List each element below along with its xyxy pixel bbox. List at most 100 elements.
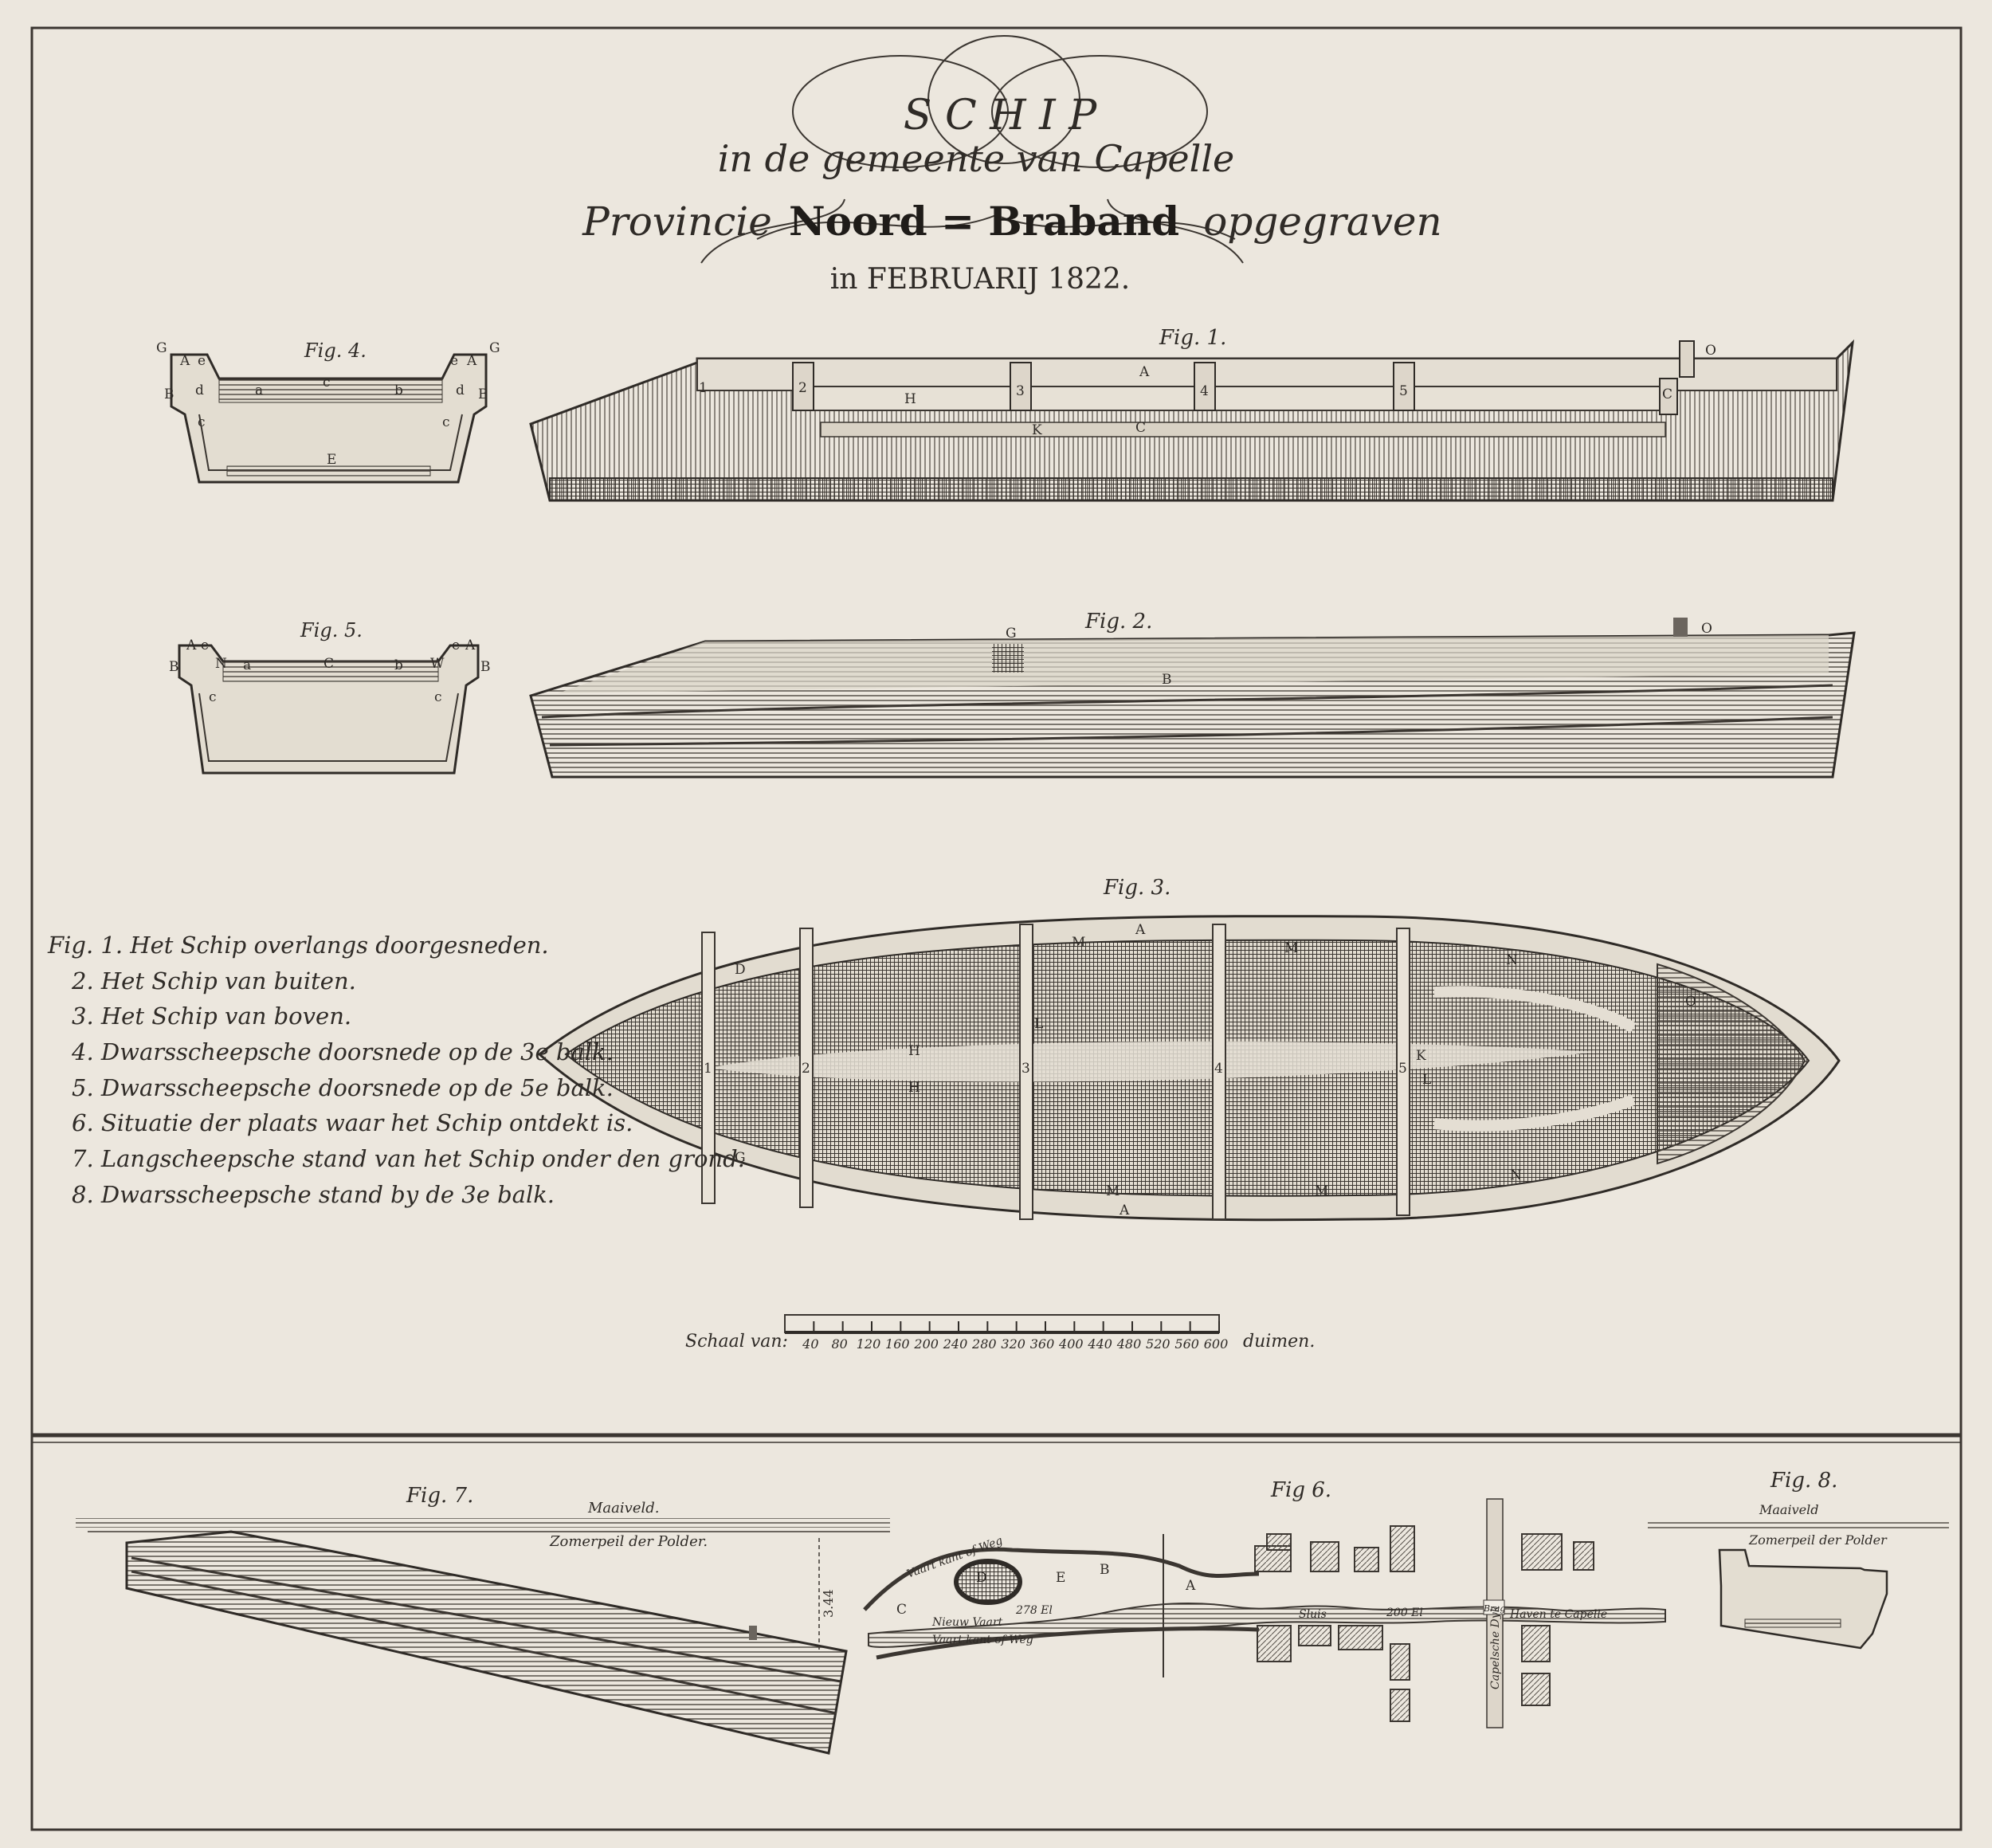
scale-tick-label: 320 <box>1001 1336 1025 1352</box>
legend-item: 6. Situatie der plaats waar het Schip on… <box>72 1109 633 1136</box>
fig2-exterior-view: Fig. 2. G B O <box>529 610 1856 779</box>
plate-border <box>30 26 1963 1831</box>
fig6-harbour: Haven te Capelle <box>1509 1608 1607 1621</box>
fig3-label: 5 <box>1398 1061 1407 1077</box>
fig4-label: b <box>394 383 403 398</box>
fig3-label: A <box>1119 1203 1130 1218</box>
fig3-label: A <box>1135 922 1146 938</box>
fig4-label: c <box>323 375 331 390</box>
fig5-label: N <box>215 656 227 672</box>
fig4-label: A <box>466 353 477 369</box>
legend-item: 3. Het Schip van boven. <box>72 1002 351 1030</box>
fig6-dyke: Capelsche Dyk <box>1489 1606 1502 1689</box>
fig5-label: a <box>243 657 251 673</box>
fig4-label: a <box>255 383 263 398</box>
fig3-caption: Fig. 3. <box>1103 876 1170 900</box>
fig8-water-label: Zomerpeil der Polder <box>1748 1532 1888 1548</box>
fig3-label: 1 <box>704 1061 712 1077</box>
fig4-label: c <box>442 414 450 430</box>
fig2-label: O <box>1701 621 1712 637</box>
fig7-water-label: Zomerpeil der Polder. <box>549 1533 708 1550</box>
fig4-caption: Fig. 4. <box>304 339 367 362</box>
fig5-label: e <box>201 638 209 653</box>
scale-tick-label: 520 <box>1146 1336 1170 1352</box>
legend-item: 7. Langscheepsche stand van het Schip on… <box>72 1145 745 1172</box>
fig3-label: 3 <box>1021 1061 1030 1077</box>
fig4-label: e <box>198 353 206 369</box>
scale-tick-label: 440 <box>1087 1336 1112 1352</box>
fig8-cross-position: Fig. 8. Maaiveld Zomerpeil der Polder <box>1648 1469 1949 1650</box>
fig5-label: C <box>324 656 334 672</box>
scale-tick-label: 40 <box>802 1336 818 1352</box>
legend-item: 8. Dwarsscheepsche stand by de 3e balk. <box>72 1181 555 1208</box>
fig1-label: C <box>1662 386 1672 402</box>
fig5-label: A <box>465 638 476 653</box>
fig2-caption: Fig. 2. <box>1084 610 1152 634</box>
fig5-label: c <box>209 689 217 705</box>
fig6-label: E <box>1056 1570 1065 1586</box>
fig1-label: 3 <box>1016 383 1025 399</box>
fig6-canal: Nieuw Vaart <box>931 1616 1003 1629</box>
fig6-sluice: Sluis <box>1299 1608 1327 1621</box>
fig6-distance-1: 278 El <box>1015 1604 1053 1617</box>
fig3-label: M <box>1106 1183 1120 1199</box>
scale-label: Schaal van: <box>685 1332 788 1352</box>
fig7-caption: Fig. 7. <box>406 1484 473 1508</box>
fig6-label: D <box>976 1570 987 1586</box>
fig5-label: c <box>434 689 442 705</box>
fig6-caption: Fig 6. <box>1270 1478 1331 1502</box>
fig4-label: B <box>478 386 488 402</box>
fig5-label: A <box>186 638 197 653</box>
scale-tick-label: 80 <box>831 1336 847 1352</box>
fig7-longitudinal-position: Fig. 7. Maaiveld. Zomerpeil der Polder. … <box>76 1484 890 1755</box>
fig3-label: L <box>1034 1016 1043 1032</box>
fig6-label: B <box>1100 1562 1110 1578</box>
title-line-3-post: opgegraven <box>1203 198 1441 245</box>
fig3-label: 4 <box>1214 1061 1223 1077</box>
scale-unit: duimen. <box>1243 1332 1315 1352</box>
fig5-label: W <box>430 656 445 672</box>
fig3-label: 2 <box>802 1061 810 1077</box>
fig1-label: 2 <box>798 380 807 396</box>
fig3-label: M <box>1072 935 1085 951</box>
scale-tick-label: 280 <box>971 1336 997 1352</box>
fig1-label: C <box>1135 420 1146 436</box>
fig4-label: d <box>456 383 465 398</box>
scale-tick-label: 560 <box>1174 1336 1199 1352</box>
fig1-label: A <box>1139 364 1150 380</box>
legend-item: Fig. 1. Het Schip overlangs doorgesneden… <box>47 932 549 959</box>
fig4-label: E <box>327 452 336 468</box>
fig4-label: A <box>179 353 190 369</box>
fig6-label: C <box>896 1602 907 1618</box>
fig1-label: 4 <box>1200 383 1209 399</box>
scale-tick-label: 120 <box>857 1336 881 1352</box>
fig5-label: b <box>394 657 403 673</box>
fig4-label: B <box>164 386 174 402</box>
fig6-site-map: Fig 6. Vaart kant of Weg Nieuw Vaart Vaa… <box>863 1478 1666 1728</box>
scale-tick-label: 480 <box>1116 1336 1142 1352</box>
fig1-label: 1 <box>699 380 708 396</box>
fig7-ground-label: Maaiveld. <box>587 1500 659 1516</box>
title-cartouche: S C H I P in de gemeente van Capelle Pro… <box>582 35 1442 296</box>
fig6-distance-2: 200 El <box>1386 1607 1423 1619</box>
scale-tick-label: 600 <box>1204 1336 1229 1352</box>
figure-legend: Fig. 1. Het Schip overlangs doorgesneden… <box>47 932 745 1208</box>
fig1-caption: Fig. 1. <box>1159 326 1226 350</box>
title-line-3-province: Noord = Braband <box>789 198 1179 245</box>
fig3-label: G <box>735 1150 746 1166</box>
fig1-label: H <box>904 391 916 407</box>
fig3-top-view: Fig. 3. A A M M M M N N O H H L K L D G <box>537 876 1841 1222</box>
scale-tick-label: 360 <box>1030 1336 1055 1352</box>
fig2-label: G <box>1006 626 1017 642</box>
scale-tick-label: 160 <box>885 1336 910 1352</box>
fig2-label: B <box>1162 672 1172 688</box>
fig4-label: G <box>156 340 167 356</box>
fig3-label: H <box>908 1080 920 1096</box>
fig6-road-bottom: Vaart kant of Weg <box>932 1634 1033 1646</box>
legend-item: 5. Dwarsscheepsche doorsnede op de 5e ba… <box>72 1074 614 1101</box>
fig6-bridge: Brug <box>1483 1603 1505 1614</box>
scale-tick-label: 400 <box>1058 1336 1084 1352</box>
legend-item: 2. Het Schip van buiten. <box>71 967 356 995</box>
